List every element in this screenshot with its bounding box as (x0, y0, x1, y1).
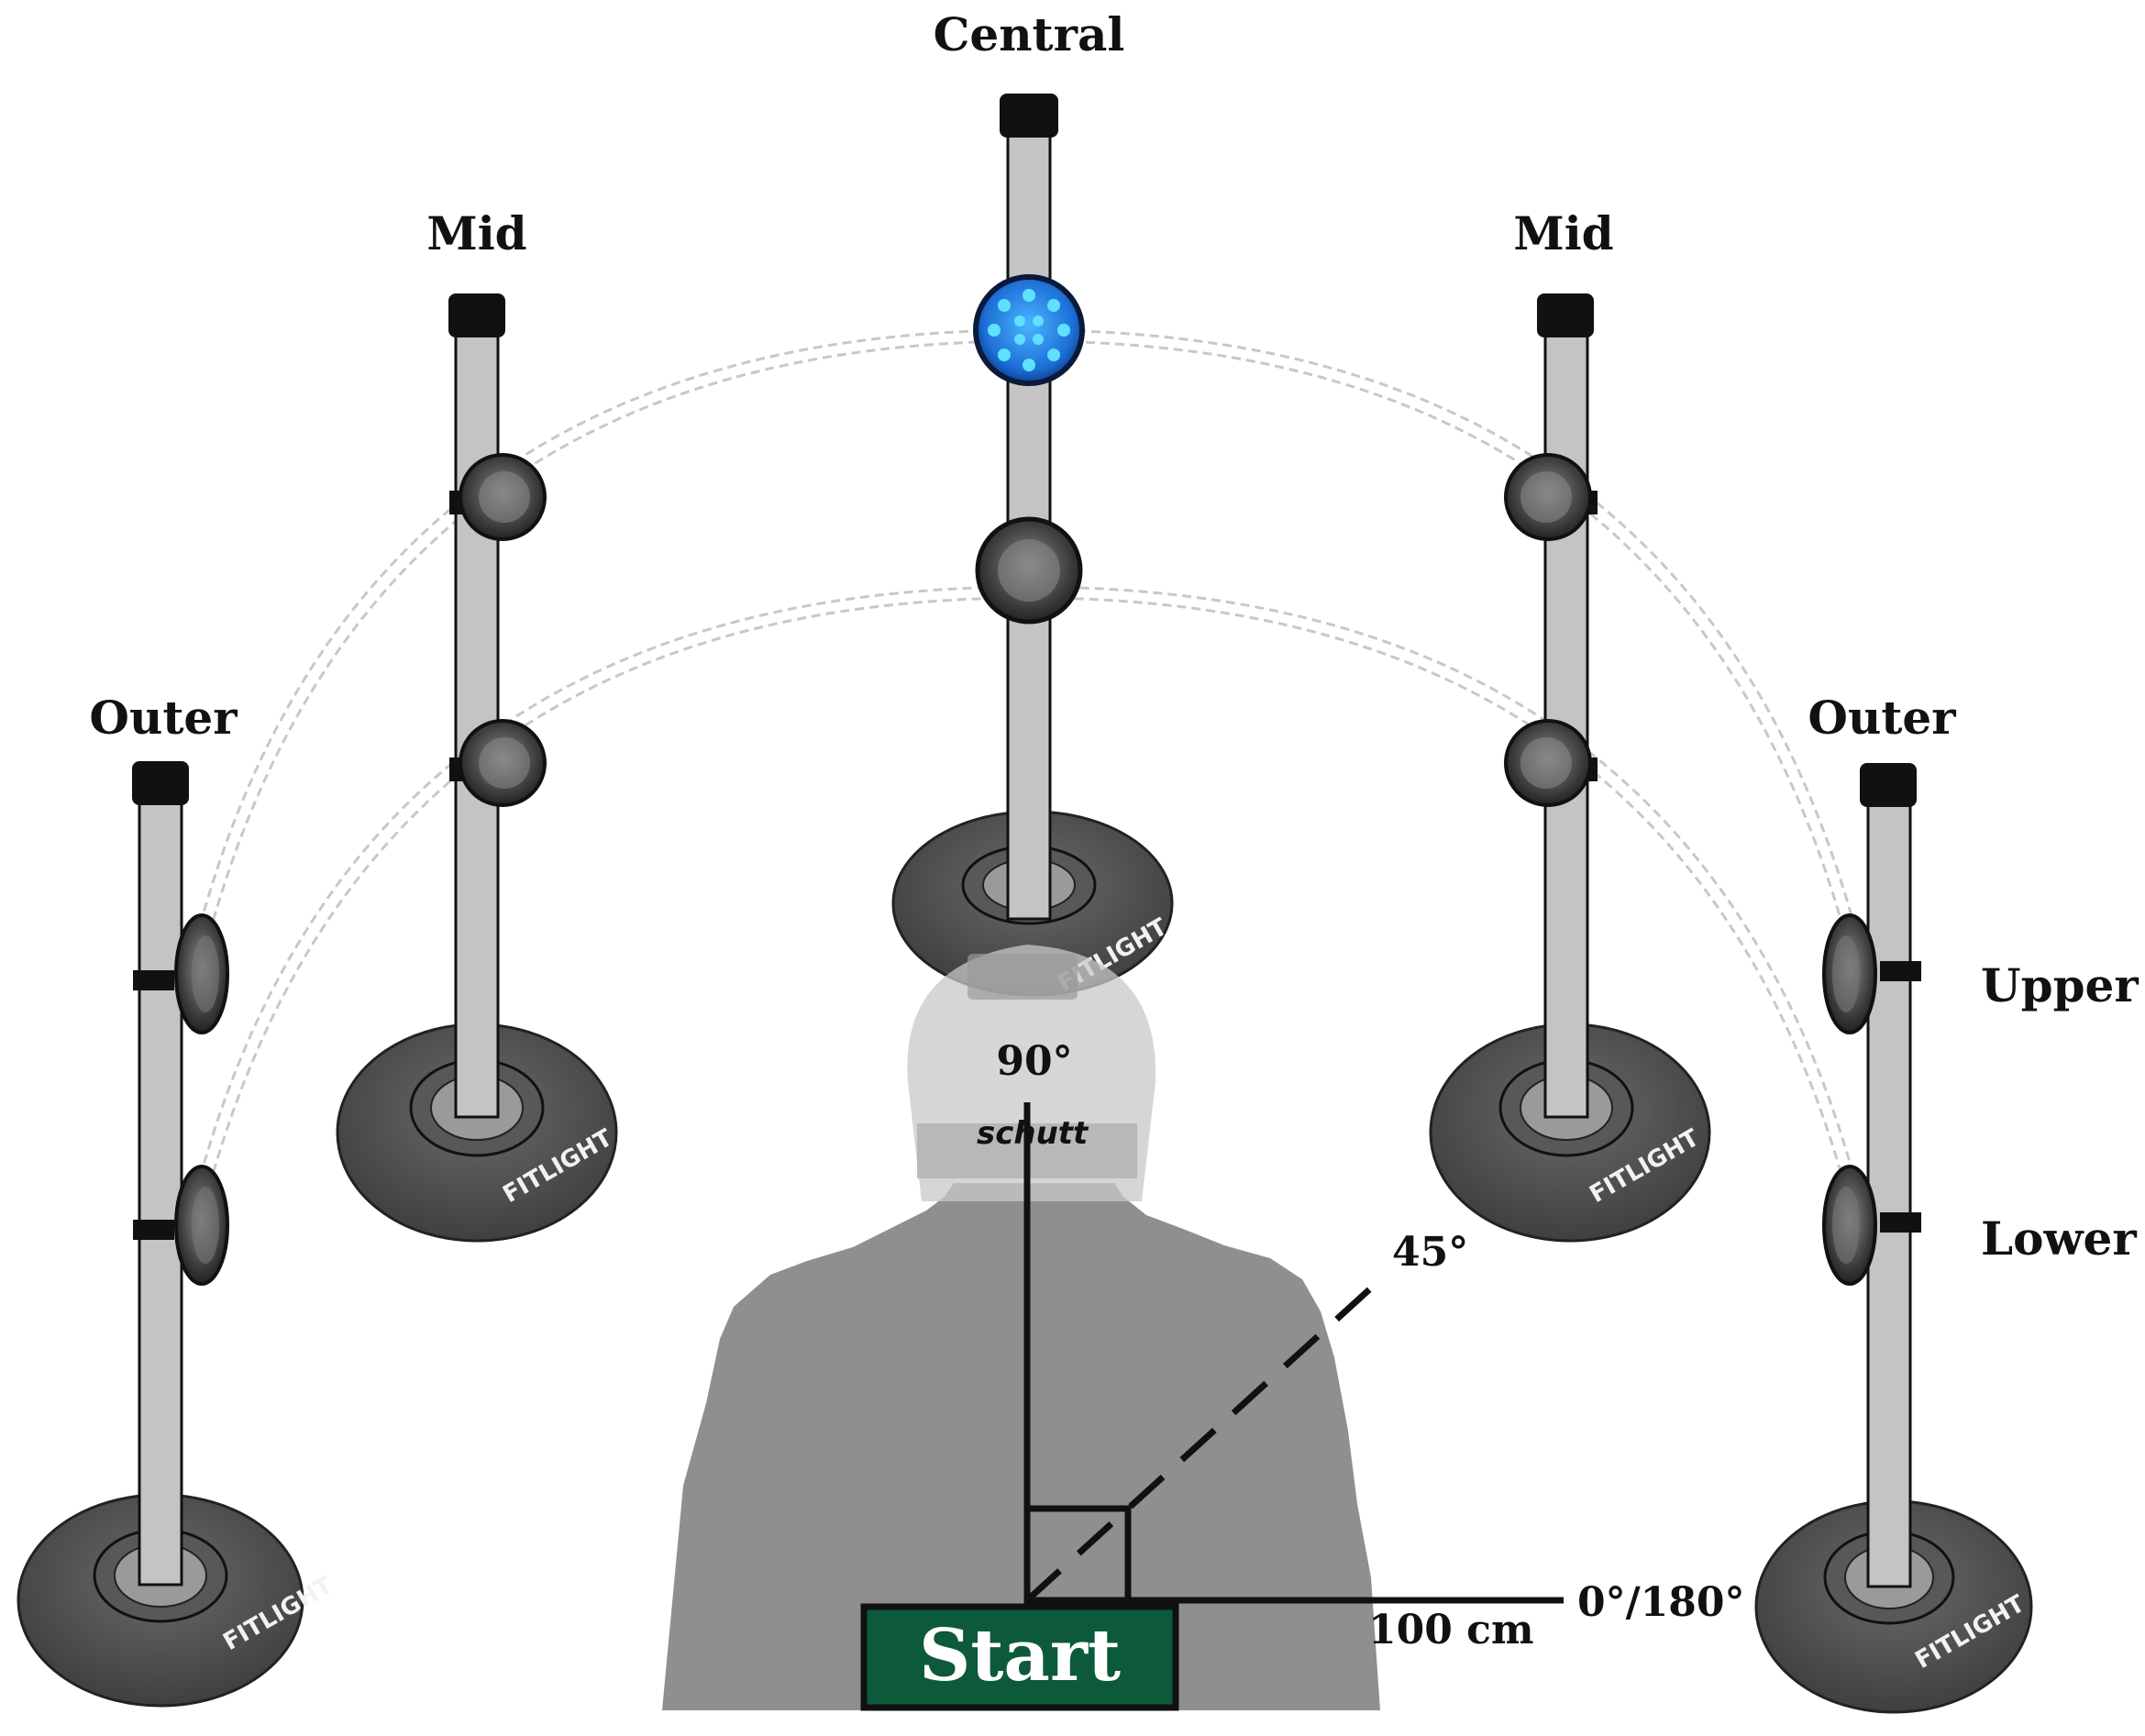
pole-cap (1860, 763, 1917, 807)
upper-light (174, 913, 229, 1034)
pole (454, 319, 500, 1119)
base-disc: FITLIGHT (1429, 1023, 1711, 1243)
line-45 (1024, 1281, 1378, 1603)
mid-right-stand: FITLIGHT (1429, 293, 1711, 1243)
outer-left-stand: FITLIGHT (17, 761, 337, 1708)
lower-light (975, 516, 1083, 625)
label-upper: Upper (1981, 958, 2139, 1012)
pole (138, 785, 183, 1587)
label-central: Central (934, 7, 1125, 61)
upper-light (459, 453, 547, 541)
central-stand: FITLIGHT (891, 94, 1174, 998)
angle-lines (1023, 1102, 1564, 1604)
pole-cap (1537, 293, 1594, 337)
pole-cap (448, 293, 505, 337)
pole (1543, 319, 1589, 1119)
outer-right-stand: FITLIGHT (1754, 763, 2033, 1714)
lower-light (1504, 719, 1592, 807)
start-box: Start (860, 1603, 1179, 1711)
label-lower: Lower (1981, 1211, 2137, 1266)
pole (1866, 787, 1912, 1588)
label-mid-right: Mid (1513, 206, 1613, 260)
label-45-degrees: 45° (1392, 1229, 1468, 1276)
lower-light (459, 719, 547, 807)
label-90-degrees: 90° (996, 1038, 1072, 1085)
label-0-180-degrees: 0°/180° (1577, 1579, 1745, 1626)
start-label: Start (919, 1614, 1121, 1697)
athlete-silhouette: schutt (662, 945, 1380, 1710)
label-distance: 100 cm (1368, 1607, 1534, 1653)
label-mid-left: Mid (426, 206, 526, 260)
active-light (973, 274, 1085, 386)
label-outer-left: Outer (89, 691, 238, 745)
mid-left-stand: FITLIGHT (336, 293, 618, 1243)
helmet-brand: schutt (977, 1115, 1089, 1152)
pole-cap (132, 761, 189, 805)
pole-cap (1000, 94, 1058, 138)
label-outer-right: Outer (1808, 691, 1956, 745)
lower-light (1822, 1165, 1877, 1286)
lower-light (174, 1165, 229, 1286)
upper-light (1504, 453, 1592, 541)
base-disc: FITLIGHT (17, 1493, 337, 1708)
right-angle-marker (1023, 1505, 1132, 1604)
upper-light (1822, 913, 1877, 1034)
